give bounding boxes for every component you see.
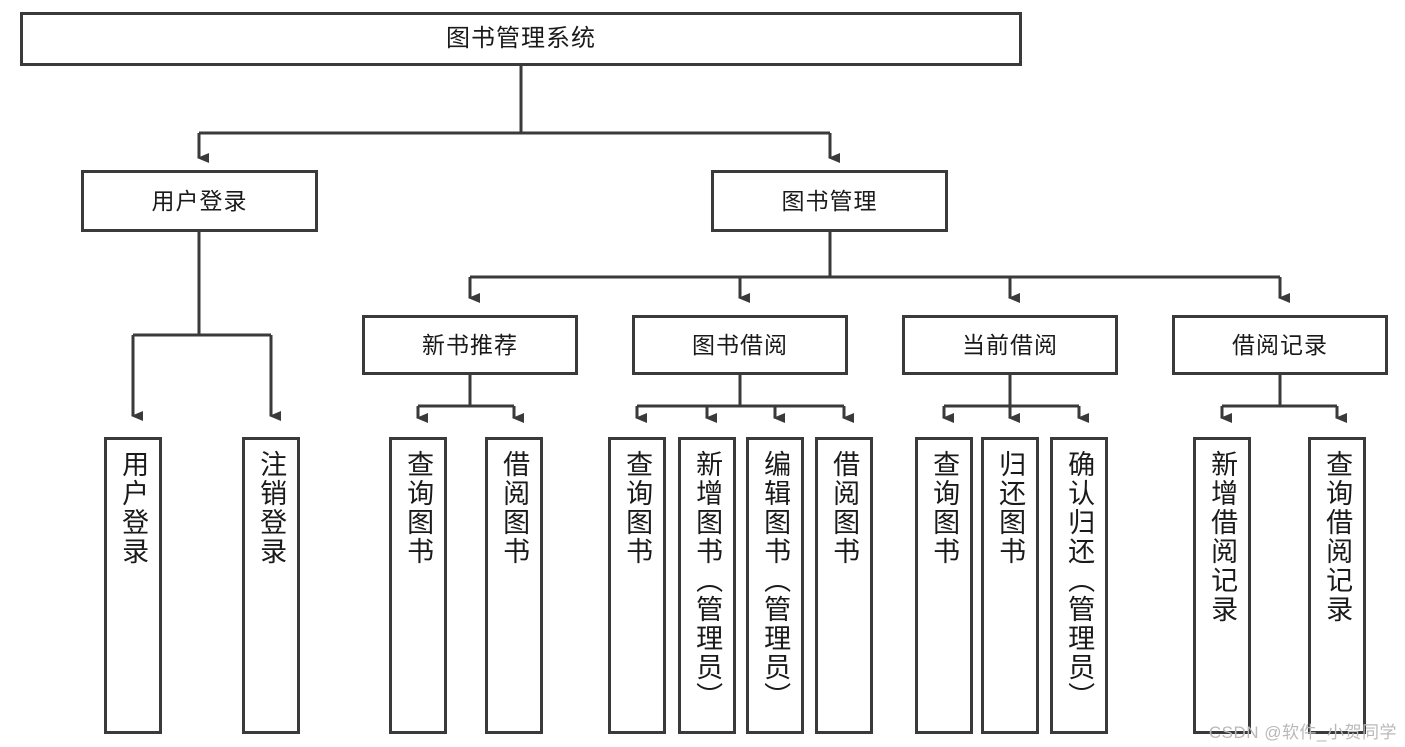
node-new-book-recommend[interactable]: 新书推荐 — [362, 315, 578, 375]
node-leaf-query-book-1[interactable]: 查询图书 — [389, 437, 447, 734]
node-leaf-query-borrow-record[interactable]: 查询借阅记录 — [1308, 437, 1366, 734]
node-borrow-record[interactable]: 借阅记录 — [1172, 315, 1388, 375]
node-leaf-borrow-book-2[interactable]: 借阅图书 — [815, 437, 873, 734]
node-label: 借阅图书 — [829, 450, 860, 566]
node-label: 新书推荐 — [422, 331, 518, 358]
node-label: 新增图书（管理员） — [692, 450, 723, 711]
node-label: 编辑图书（管理员） — [760, 450, 791, 711]
node-label: 图书管理 — [781, 187, 878, 214]
node-leaf-return-book[interactable]: 归还图书 — [981, 437, 1039, 734]
node-user-login[interactable]: 用户登录 — [81, 170, 318, 232]
node-leaf-add-borrow-record[interactable]: 新增借阅记录 — [1193, 437, 1251, 734]
node-label: 图书管理系统 — [446, 25, 596, 53]
node-label: 查询图书 — [403, 450, 434, 566]
node-leaf-edit-book[interactable]: 编辑图书（管理员） — [746, 437, 804, 734]
node-leaf-add-book[interactable]: 新增图书（管理员） — [678, 437, 736, 734]
node-label: 查询借阅记录 — [1322, 450, 1353, 624]
node-leaf-logout-login[interactable]: 注销登录 — [242, 437, 300, 734]
node-label: 注销登录 — [256, 450, 287, 566]
node-label: 借阅记录 — [1232, 331, 1328, 358]
node-leaf-query-book-2[interactable]: 查询图书 — [608, 437, 666, 734]
node-leaf-query-book-3[interactable]: 查询图书 — [915, 437, 973, 734]
node-label: 查询图书 — [929, 450, 960, 566]
node-book-management[interactable]: 图书管理 — [711, 170, 948, 232]
node-label: 归还图书 — [995, 450, 1026, 566]
node-label: 当前借阅 — [962, 331, 1058, 358]
csdn-watermark: CSDN @软件_小贺同学 — [1208, 723, 1397, 742]
node-label: 新增借阅记录 — [1207, 450, 1238, 624]
node-label: 用户登录 — [151, 187, 248, 214]
node-current-borrow[interactable]: 当前借阅 — [902, 315, 1118, 375]
node-root-book-management-system[interactable]: 图书管理系统 — [20, 12, 1022, 66]
node-label: 确认归还（管理员） — [1064, 450, 1095, 711]
node-label: 借阅图书 — [499, 450, 530, 566]
node-leaf-user-login[interactable]: 用户登录 — [104, 437, 162, 734]
node-label: 用户登录 — [118, 450, 149, 566]
node-leaf-confirm-return[interactable]: 确认归还（管理员） — [1050, 437, 1108, 734]
node-leaf-borrow-book-1[interactable]: 借阅图书 — [485, 437, 543, 734]
node-label: 图书借阅 — [692, 331, 788, 358]
node-label: 查询图书 — [622, 450, 653, 566]
node-book-borrow[interactable]: 图书借阅 — [632, 315, 848, 375]
